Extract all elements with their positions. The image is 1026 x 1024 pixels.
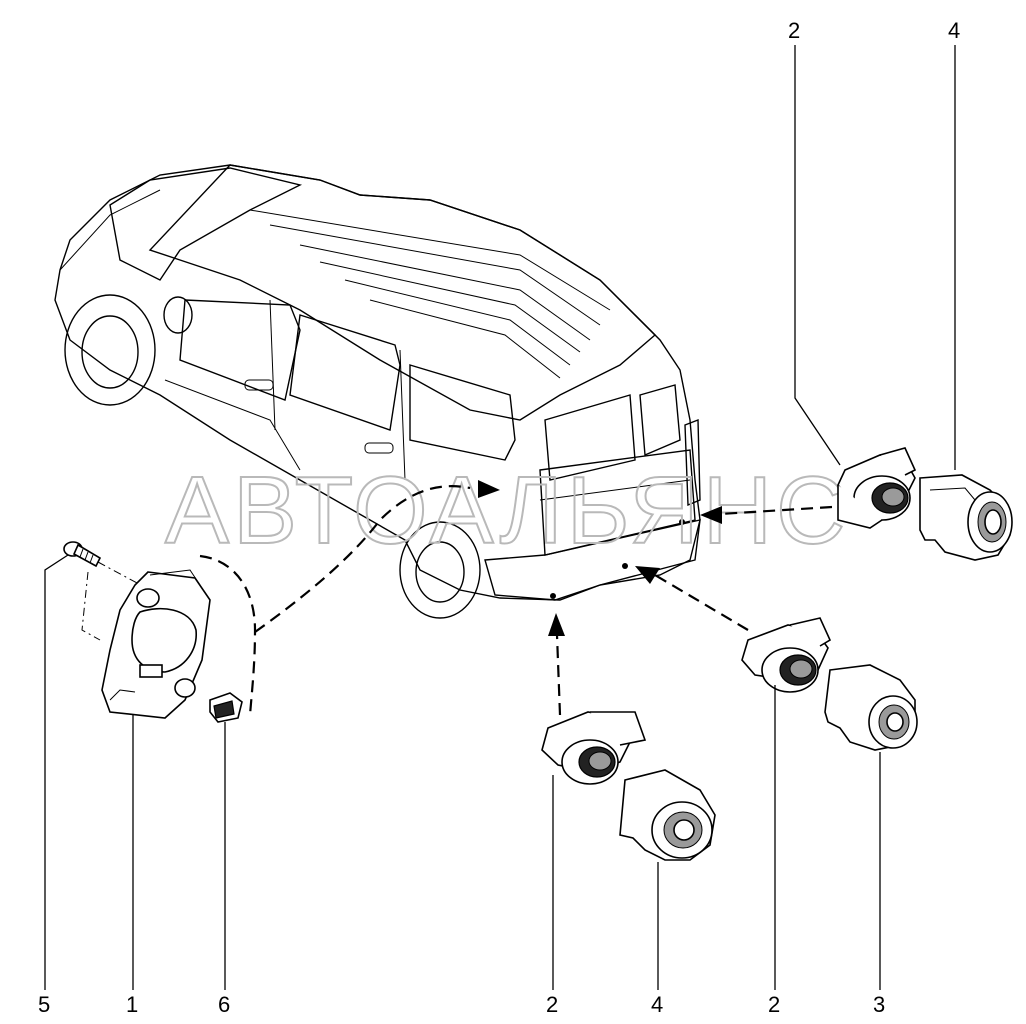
callout-bottom-left-ring: 4 (651, 992, 663, 1017)
ring-bottom-left (619, 769, 716, 861)
callout-top-ring: 4 (948, 18, 960, 43)
leader-lines (44, 45, 956, 990)
watermark-text: АВТОАЛЬЯНС (165, 457, 849, 564)
ring-top (919, 474, 1013, 561)
sensor-bottom-right (741, 617, 832, 693)
connector-part (209, 692, 243, 723)
bracket-part (101, 569, 211, 719)
sensor-bottom-left (541, 711, 647, 785)
callout-bottom-left-sensor: 2 (546, 992, 558, 1017)
assembly-arrows (199, 480, 833, 716)
callout-bottom-right-ring: 3 (873, 992, 885, 1017)
vehicle-illustration (54, 164, 701, 619)
callout-bracket: 1 (126, 992, 138, 1017)
callout-connector: 6 (218, 992, 230, 1017)
sensor-top (837, 447, 917, 529)
callout-top-sensor: 2 (788, 18, 800, 43)
screw-part (63, 541, 102, 568)
ring-bottom-right (824, 664, 918, 751)
bracket-assembly (63, 541, 243, 723)
callout-bottom-right-sensor: 2 (768, 992, 780, 1017)
callout-screw: 5 (38, 992, 50, 1017)
